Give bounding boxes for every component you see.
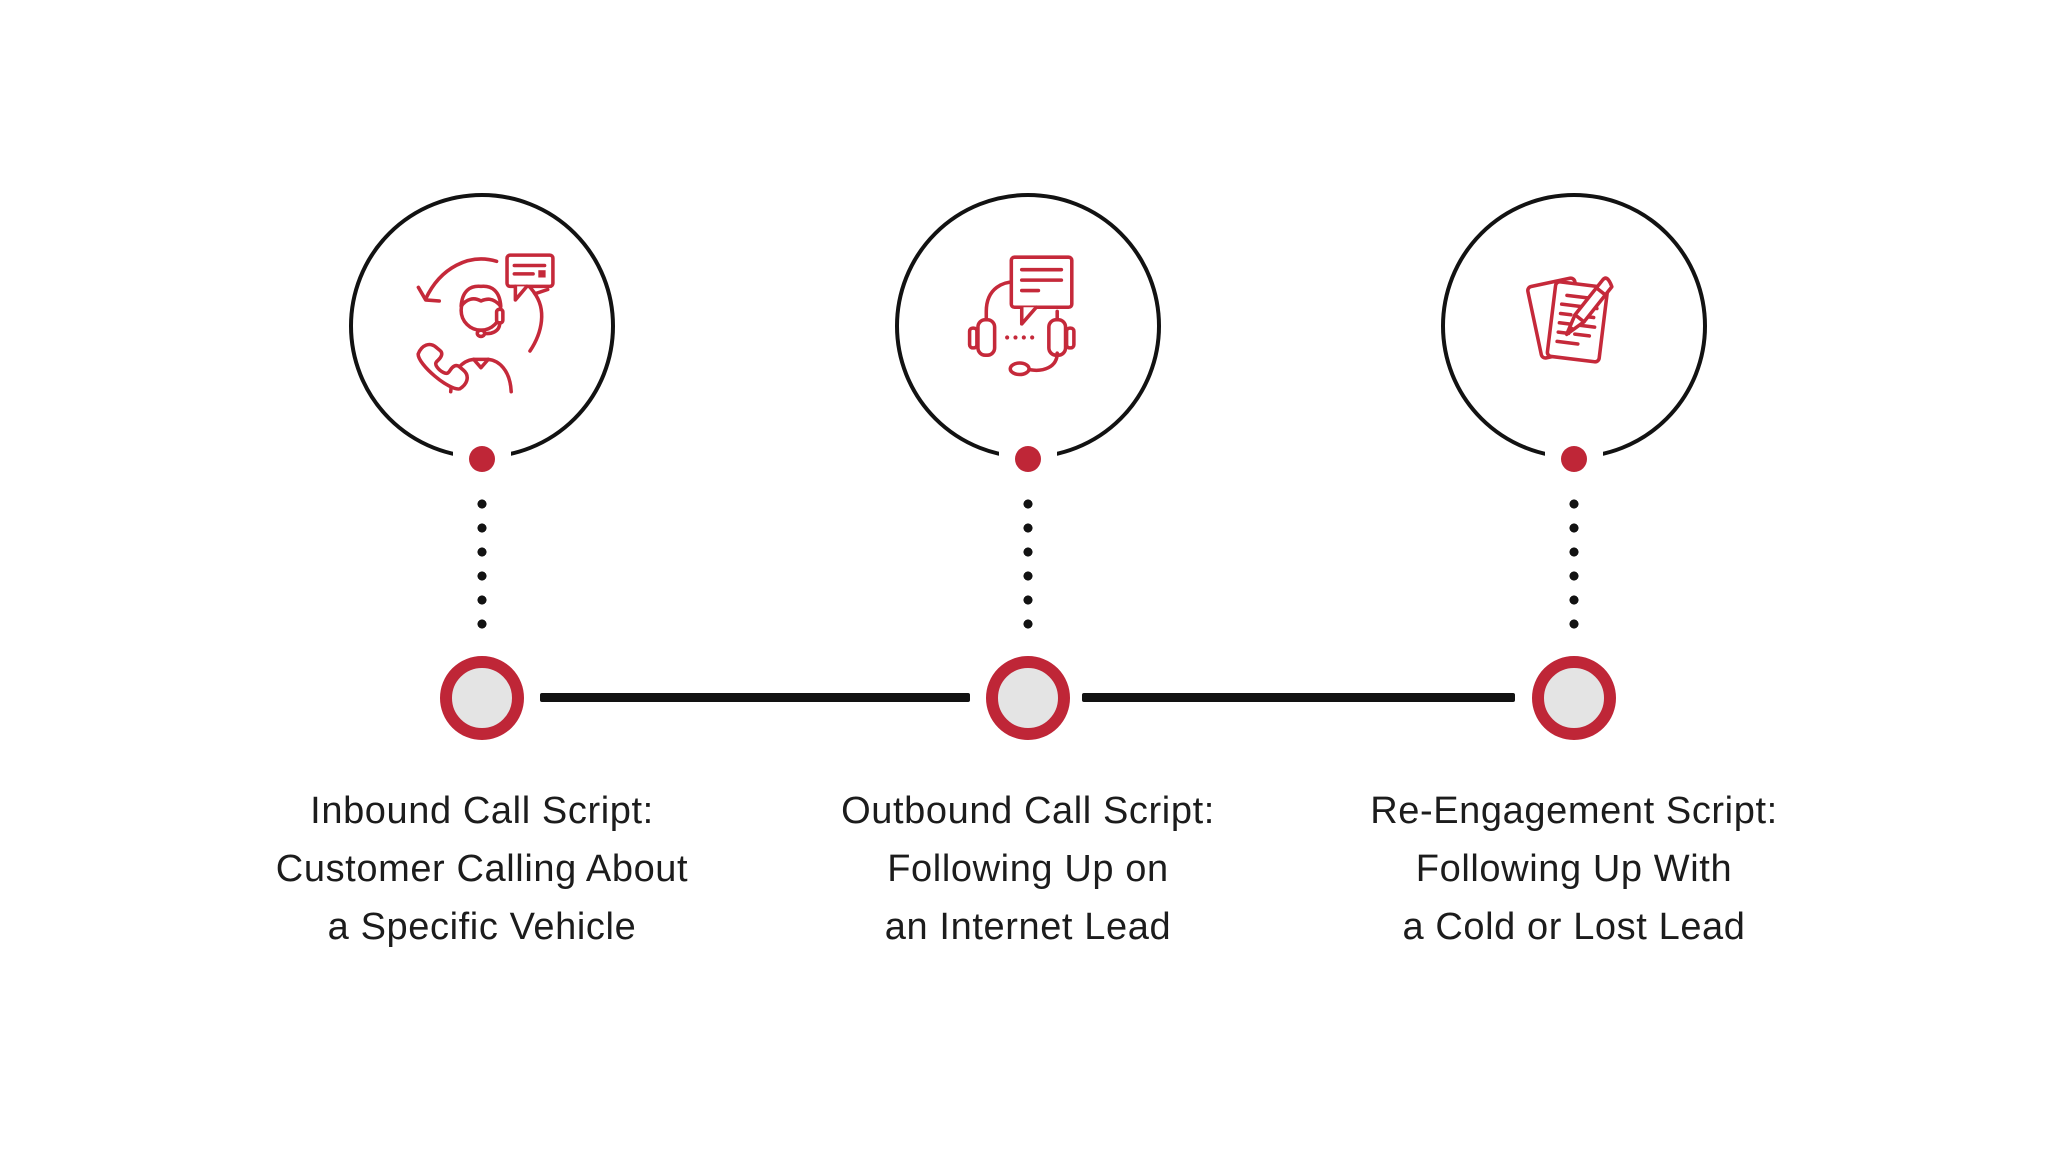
dotted-connector bbox=[1569, 492, 1579, 636]
inbound-call-agent-icon bbox=[416, 253, 555, 394]
red-anchor-dot bbox=[469, 446, 495, 472]
dotted-connector bbox=[477, 492, 487, 636]
step-label: Re-Engagement Script: Following Up With … bbox=[1370, 790, 1778, 948]
icon-circle bbox=[1441, 193, 1707, 459]
timeline-connector-line bbox=[1082, 693, 1515, 702]
documents-pencil-icon bbox=[1526, 276, 1614, 364]
red-anchor-dot bbox=[1561, 446, 1587, 472]
step-outbound-call: Outbound Call Script: Following Up on an… bbox=[748, 0, 1308, 1152]
icon-circle bbox=[895, 193, 1161, 459]
step-label: Inbound Call Script: Customer Calling Ab… bbox=[275, 790, 689, 948]
timeline-node bbox=[1532, 656, 1616, 740]
icon-circle bbox=[349, 193, 615, 459]
timeline-node bbox=[986, 656, 1070, 740]
step-inbound-call: Inbound Call Script: Customer Calling Ab… bbox=[202, 0, 762, 1152]
timeline-node bbox=[440, 656, 524, 740]
timeline-connector-line bbox=[540, 693, 970, 702]
step-re-engagement: Re-Engagement Script: Following Up With … bbox=[1294, 0, 1854, 1152]
dotted-connector bbox=[1023, 492, 1033, 636]
headset-chat-icon bbox=[967, 255, 1076, 377]
step-label: Outbound Call Script: Following Up on an… bbox=[841, 790, 1215, 948]
red-anchor-dot bbox=[1015, 446, 1041, 472]
